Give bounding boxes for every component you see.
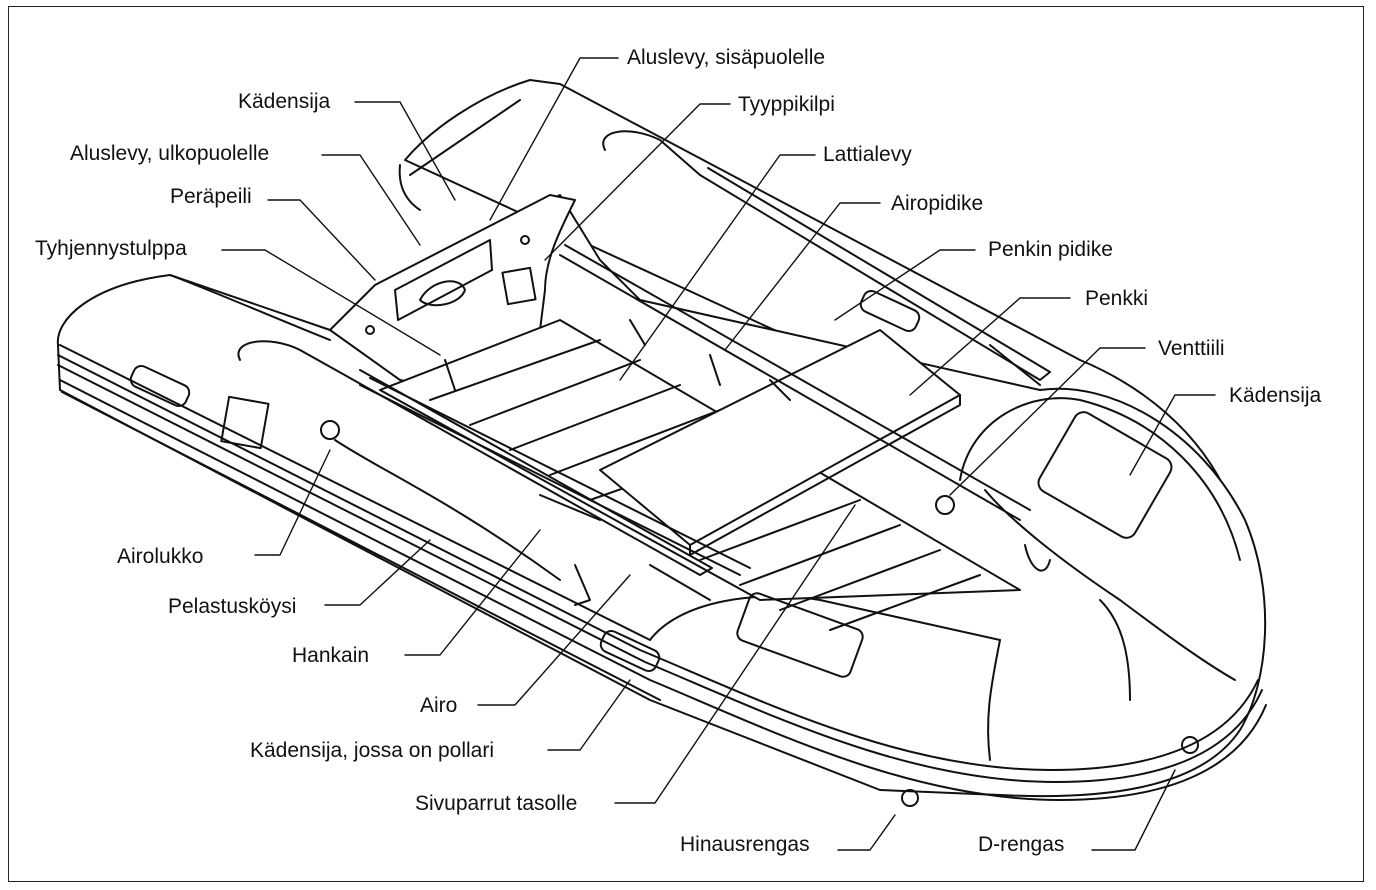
leader-lines (221, 57, 1216, 851)
leader-hankain (404, 529, 541, 656)
label-penkin-pidike: Penkin pidike (988, 238, 1113, 261)
leader-lattialevy (619, 154, 816, 381)
port-tube-stripes (57, 354, 1267, 801)
label-penkki: Penkki (1085, 287, 1149, 310)
leader-kadensija-pollari (547, 679, 631, 751)
leader-kadensija-2 (1129, 394, 1216, 476)
label-venttiili: Venttiili (1158, 337, 1225, 360)
label-airo: Airo (420, 694, 458, 717)
leader-kadensija-1 (354, 101, 456, 201)
oar-starboard (602, 130, 1051, 386)
leader-tyhjennystulppa (221, 249, 441, 356)
label-kadensija-jossa-on-pollari: Kädensija, jossa on pollari (250, 739, 494, 762)
label-aluslevy-ulkopuolelle: Aluslevy, ulkopuolelle (70, 142, 270, 165)
fittings (129, 289, 1199, 807)
label-hankain: Hankain (292, 644, 370, 667)
side-rails (359, 244, 1031, 576)
leader-penkin-pidike (834, 249, 976, 321)
label-d-rengas: D-rengas (978, 833, 1065, 856)
label-airopidike: Airopidike (891, 192, 984, 215)
leader-airolukko (254, 449, 331, 556)
leader-d-rengas (1091, 769, 1176, 851)
leader-penkki (909, 297, 1071, 396)
label-tyyppikilpi: Tyyppikilpi (738, 93, 835, 116)
leader-aluslevy-ulko (321, 154, 421, 246)
label-hinausrengas: Hinausrengas (680, 833, 810, 856)
label-airolukko: Airolukko (117, 545, 204, 568)
label-aluslevy-sisapuolelle: Aluslevy, sisäpuolelle (627, 46, 826, 69)
label-perapeili: Peräpeili (170, 185, 252, 208)
leader-sivuparrut (614, 504, 856, 804)
leader-venttiili (949, 347, 1146, 496)
label-kadensija-2: Kädensija (1229, 384, 1322, 407)
label-pelastuskoysi: Pelastusköysi (168, 595, 297, 618)
label-kadensija-1: Kädensija (238, 90, 331, 113)
oar-port (237, 340, 713, 601)
leader-airopidike (724, 202, 881, 351)
label-tyhjennystulppa: Tyhjennystulppa (35, 237, 187, 260)
leader-tyyppikilpi (544, 103, 731, 261)
bow-tube (959, 397, 1241, 761)
leader-hinausrengas (837, 814, 896, 851)
leader-aluslevy-sisa (489, 57, 619, 221)
label-sivuparrut-tasolle: Sivuparrut tasolle (415, 792, 578, 815)
leader-perapeili (267, 199, 376, 281)
label-lattialevy: Lattialevy (823, 143, 912, 166)
leader-airo (477, 574, 631, 706)
leader-pelastuskoysi (324, 539, 431, 606)
